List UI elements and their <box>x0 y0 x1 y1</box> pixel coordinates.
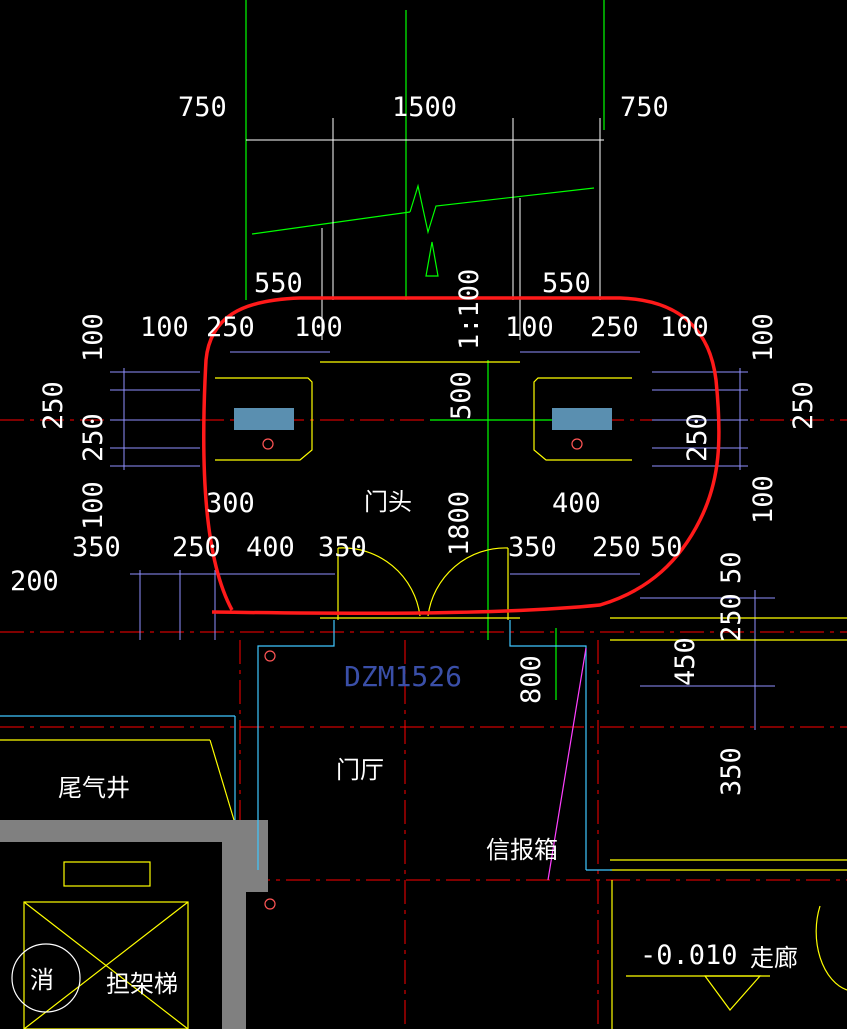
label-exhaust-shaft: 尾气井 <box>58 774 130 802</box>
highlight-outline <box>201 296 721 616</box>
dim-row3-b: 250 <box>206 312 255 343</box>
axis-lines <box>0 419 847 1029</box>
dim-row4-g: 50 <box>650 532 683 563</box>
grid-lines <box>245 0 605 700</box>
dim-row4-e: 350 <box>508 532 557 563</box>
dim-right-v-b: 250 <box>788 381 819 430</box>
dim-right-400: 400 <box>552 488 601 519</box>
mailbox-line <box>547 647 587 881</box>
dim-row3-e: 250 <box>590 312 639 343</box>
dim-left-v-c: 250 <box>78 413 109 462</box>
dim-top-right: 750 <box>620 92 669 123</box>
dim-row4-c: 400 <box>246 532 295 563</box>
elevation-mark: -0.010 <box>640 940 738 971</box>
dim-row4-a: 350 <box>72 532 121 563</box>
dim-right-350: 350 <box>716 747 747 796</box>
label-corridor: 走廊 <box>750 944 798 972</box>
dim-right-50: 50 <box>716 551 747 584</box>
structural-walls <box>0 820 268 1029</box>
dim-row4-f: 250 <box>592 532 641 563</box>
dim-right-250: 250 <box>716 593 747 642</box>
dim-row2-b: 550 <box>542 268 591 299</box>
dim-row3-c: 100 <box>294 312 343 343</box>
dim-right-v-c: 250 <box>682 413 713 462</box>
dim-top-left: 750 <box>178 92 227 123</box>
dim-right-v-d: 100 <box>748 475 779 524</box>
dim-row3-d: 100 <box>505 312 554 343</box>
dim-left-200: 200 <box>10 566 59 597</box>
dim-row4-b: 250 <box>172 532 221 563</box>
dim-mid-1800: 1800 <box>444 491 475 556</box>
dim-row3-f: 100 <box>660 312 709 343</box>
scale-note: 1:100 <box>454 269 485 350</box>
walls <box>0 361 847 1029</box>
label-stretcher-lift: 担架梯 <box>106 970 178 998</box>
dim-left-v-d: 100 <box>78 481 109 530</box>
dim-800: 800 <box>516 655 547 704</box>
dim-right-v-a: 100 <box>748 313 779 362</box>
label-mailbox: 信报箱 <box>486 836 558 864</box>
label-hall: 门厅 <box>336 756 384 784</box>
dim-row2-a: 550 <box>254 268 303 299</box>
door-code: DZM1526 <box>344 660 462 693</box>
label-fire: 消 <box>30 966 54 994</box>
top-dimension-lines <box>246 118 604 340</box>
dim-left-300: 300 <box>206 488 255 519</box>
dim-row4-d: 350 <box>318 532 367 563</box>
cyan-lines <box>0 620 612 871</box>
dim-row3-a: 100 <box>140 312 189 343</box>
fire-symbol-circle <box>11 943 81 1013</box>
dim-left-v-b: 250 <box>38 381 69 430</box>
label-entrance: 门头 <box>364 488 412 516</box>
dim-top-middle: 1500 <box>392 92 457 123</box>
dim-mid-500: 500 <box>446 371 477 420</box>
dim-left-v-a: 100 <box>78 313 109 362</box>
columns <box>234 408 612 910</box>
dim-right-450: 450 <box>670 637 701 686</box>
dimension-lines <box>110 351 775 730</box>
